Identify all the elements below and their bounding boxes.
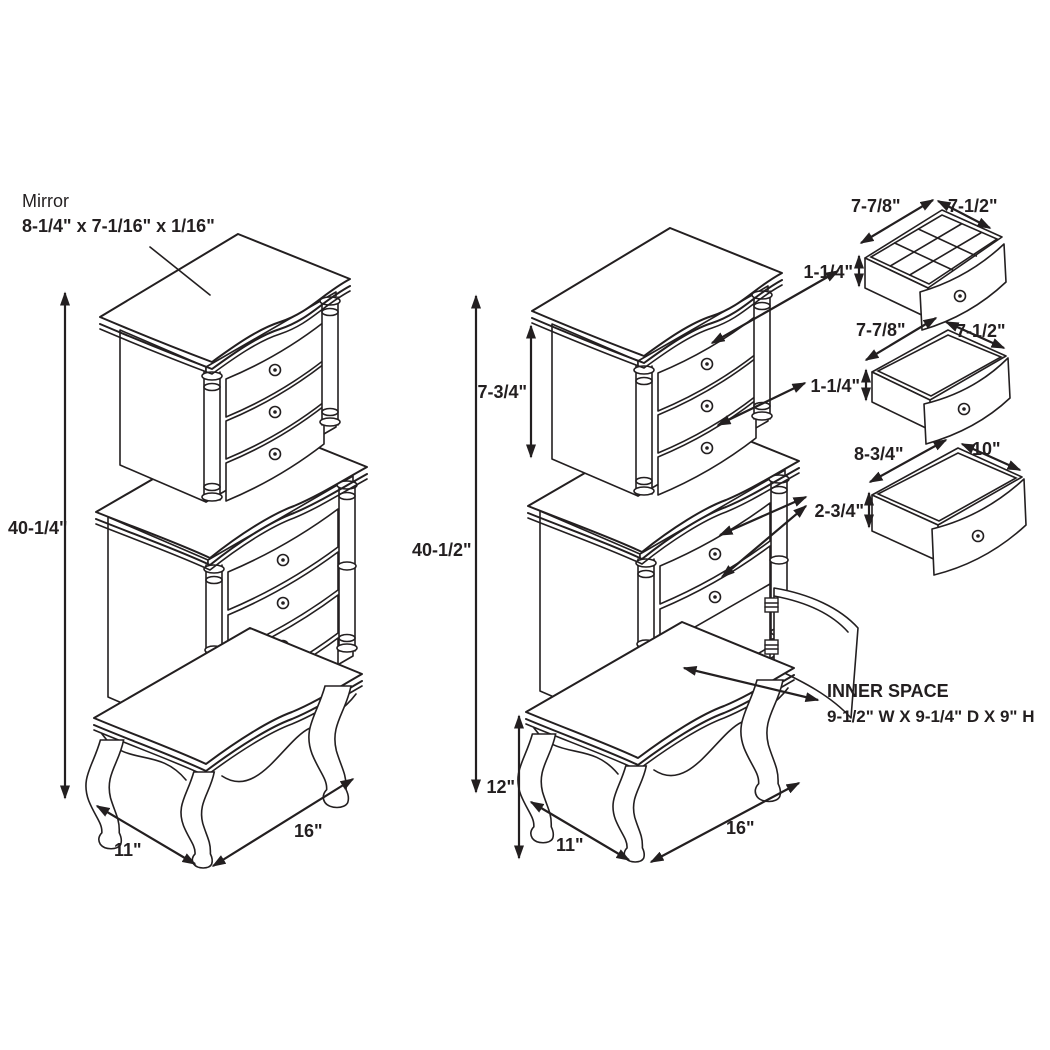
cabriole-leg <box>611 764 648 864</box>
drawer-fascia <box>923 357 1011 445</box>
top-section-label: 7-3/4" <box>477 382 527 402</box>
detail-middle-drawer <box>871 329 1011 445</box>
detail2-depth-arrow <box>944 320 1006 350</box>
leg-height-label: 12" <box>486 777 515 797</box>
door-hinge <box>764 597 779 655</box>
left-armoire-drawing <box>84 233 368 870</box>
right-width-label: 16" <box>726 818 755 838</box>
detail2-width-label: 7-7/8" <box>856 320 906 340</box>
detail2-width-arrow <box>864 317 938 361</box>
mirror-leader-line <box>149 246 211 296</box>
labels: Mirror 8-1/4" x 7-1/16" x 1/16" 40-1/4" … <box>8 191 1034 860</box>
drawer-fascia <box>931 478 1027 576</box>
inner-space-label-line2: 9-1/2" W X 9-1/4" D X 9" H <box>827 707 1034 726</box>
cabriole-leg <box>84 738 125 850</box>
cabriole-leg <box>516 732 557 844</box>
left-top-lid <box>99 233 351 375</box>
right-depth-label: 11" <box>556 835 584 855</box>
open-cabinet-door <box>764 587 859 719</box>
right-armoire-drawing <box>516 227 859 864</box>
left-depth-label: 11" <box>114 840 142 860</box>
right-base-and-legs <box>516 621 795 864</box>
left-depth-arrow <box>95 805 197 865</box>
detail1-depth-label: 7-1/2" <box>948 196 998 216</box>
right-depth-arrow <box>529 801 631 861</box>
detail1-width-arrow <box>859 199 935 244</box>
detail2-depth-label: 7-1/2" <box>956 321 1006 341</box>
detail3-height-label: 2-3/4" <box>814 501 864 521</box>
inner-space-label-line1: INNER SPACE <box>827 681 949 701</box>
detail2-height-label: 1-1/4" <box>810 376 860 396</box>
detail3-width-label: 8-3/4" <box>854 444 904 464</box>
detail-top-drawer-with-dividers <box>864 209 1007 331</box>
dimension-arrows <box>60 199 1022 867</box>
left-height-label: 40-1/4" <box>8 518 68 538</box>
detail1-height-label: 1-1/4" <box>803 262 853 282</box>
cabriole-leg <box>739 678 785 803</box>
left-width-label: 16" <box>294 821 323 841</box>
right-height-label: 40-1/2" <box>412 540 472 560</box>
inner-space-arrow <box>682 666 820 702</box>
drawer-fascia <box>919 243 1007 331</box>
right-width-arrow <box>649 782 801 863</box>
mirror-label-line1: Mirror <box>22 191 69 211</box>
detail3-depth-label: 10" <box>972 439 1001 459</box>
left-width-arrow <box>211 778 355 867</box>
detail3-depth-arrow <box>960 442 1022 472</box>
cabriole-leg <box>179 770 216 870</box>
cabriole-leg <box>307 684 353 809</box>
mirror-label-line2: 8-1/4" x 7-1/16" x 1/16" <box>22 216 215 236</box>
pointer-arrows <box>149 246 840 702</box>
left-upper-posts <box>201 296 341 502</box>
detail1-depth-arrow <box>936 200 992 229</box>
detail1-width-label: 7-7/8" <box>851 196 901 216</box>
detail3-width-arrow <box>868 439 948 483</box>
